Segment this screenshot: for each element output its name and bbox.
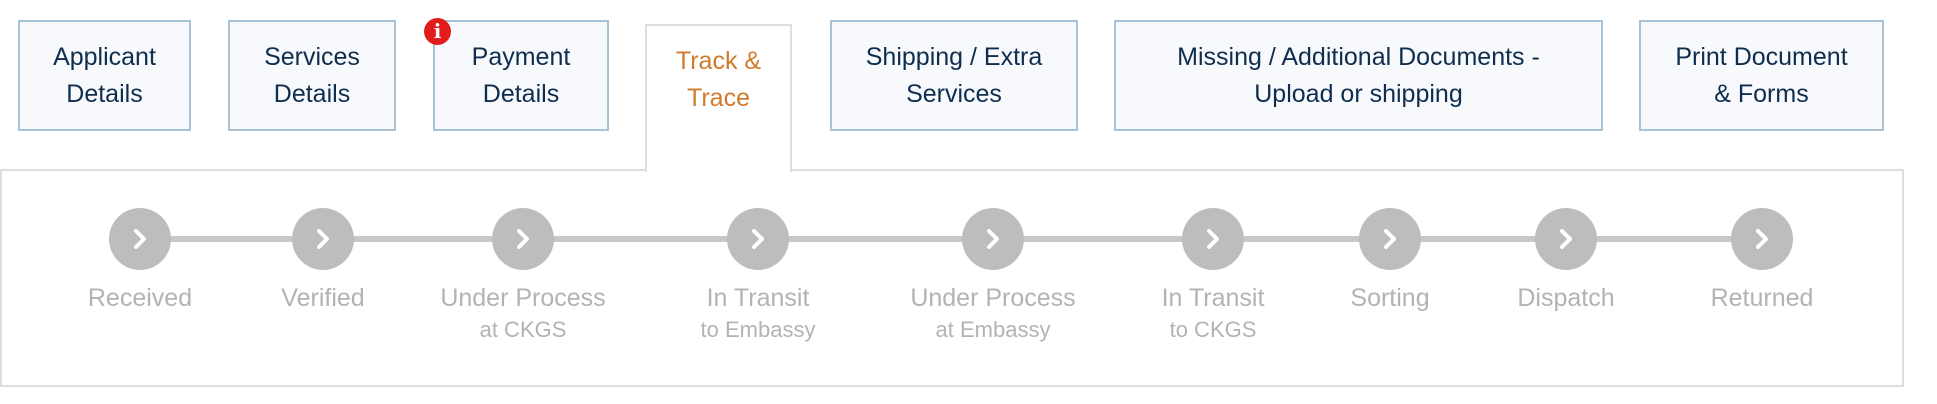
step-label-in-transit-ckgs: In Transit to CKGS: [1093, 283, 1333, 347]
tab-label-line: Payment: [471, 42, 571, 71]
tab-services-details-label: Services Details: [264, 39, 360, 113]
tab-label-line: Services: [906, 79, 1002, 108]
tab-label-line: Print Document: [1675, 42, 1848, 71]
step-label-main: Verified: [281, 284, 365, 312]
tab-label-line: Trace: [687, 84, 750, 112]
tab-label-line: Details: [482, 79, 560, 108]
tab-payment-details[interactable]: Payment Details: [433, 20, 609, 131]
step-returned-chevron-right-icon: [1731, 208, 1793, 270]
step-label-main: In Transit: [706, 284, 810, 312]
step-label-dispatch: Dispatch: [1446, 283, 1686, 313]
step-dispatch-chevron-right-icon: [1535, 208, 1597, 270]
tab-applicant-details[interactable]: Applicant Details: [18, 20, 191, 131]
tab-print-document-forms-label: Print Document & Forms: [1675, 39, 1847, 113]
tab-label-line: Details: [66, 79, 143, 108]
step-verified-chevron-right-icon: [292, 208, 354, 270]
tab-print-document-forms[interactable]: Print Document & Forms: [1639, 20, 1884, 131]
tab-applicant-details-label: Applicant Details: [53, 39, 156, 113]
tab-label-line: Track &: [675, 47, 762, 75]
tab-label-line: Details: [273, 79, 351, 108]
step-sorting-chevron-right-icon: [1359, 208, 1421, 270]
tab-label-line: Services: [264, 42, 360, 71]
step-label-sub: at CKGS: [479, 317, 567, 342]
info-icon[interactable]: i: [424, 18, 451, 45]
step-label-main: Returned: [1710, 284, 1814, 312]
tab-track-and-trace[interactable]: Track & Trace: [645, 24, 792, 172]
step-label-main: Sorting: [1350, 284, 1430, 312]
track-trace-panel: [0, 169, 1904, 387]
step-label-sorting: Sorting: [1270, 283, 1510, 313]
tab-payment-details-label: Payment Details: [472, 39, 571, 113]
step-label-received: Received: [20, 283, 260, 313]
tab-label-line: Applicant: [53, 42, 156, 71]
tab-label-line: Shipping / Extra: [865, 42, 1043, 71]
step-label-sub: to CKGS: [1169, 317, 1257, 342]
step-label-verified: Verified: [203, 283, 443, 313]
step-label-main: Under Process: [910, 284, 1076, 312]
tab-shipping-extra-services-label: Shipping / Extra Services: [866, 39, 1043, 113]
step-label-main: Under Process: [440, 284, 606, 312]
step-received-chevron-right-icon: [109, 208, 171, 270]
step-label-main: Dispatch: [1517, 284, 1615, 312]
step-label-under-process-embassy: Under Process at Embassy: [873, 283, 1113, 347]
step-label-returned: Returned: [1642, 283, 1882, 313]
step-label-main: In Transit: [1161, 284, 1265, 312]
step-under-process-embassy-chevron-right-icon: [962, 208, 1024, 270]
step-in-transit-embassy-chevron-right-icon: [727, 208, 789, 270]
step-label-sub: to Embassy: [700, 317, 816, 342]
tab-label-line: Missing / Additional Documents -: [1177, 42, 1540, 71]
step-in-transit-ckgs-chevron-right-icon: [1182, 208, 1244, 270]
step-label-sub: at Embassy: [935, 317, 1051, 342]
step-label-main: Received: [87, 284, 193, 312]
step-under-process-ckgs-chevron-right-icon: [492, 208, 554, 270]
step-label-under-process-ckgs: Under Process at CKGS: [403, 283, 643, 347]
tab-missing-additional-documents-label: Missing / Additional Documents - Upload …: [1177, 39, 1540, 113]
tab-shipping-extra-services[interactable]: Shipping / Extra Services: [830, 20, 1078, 131]
tab-services-details[interactable]: Services Details: [228, 20, 396, 131]
tab-label-line: & Forms: [1714, 79, 1809, 108]
step-label-in-transit-embassy: In Transit to Embassy: [638, 283, 878, 347]
tab-label-line: Upload or shipping: [1254, 79, 1463, 108]
tab-missing-additional-documents[interactable]: Missing / Additional Documents - Upload …: [1114, 20, 1603, 131]
